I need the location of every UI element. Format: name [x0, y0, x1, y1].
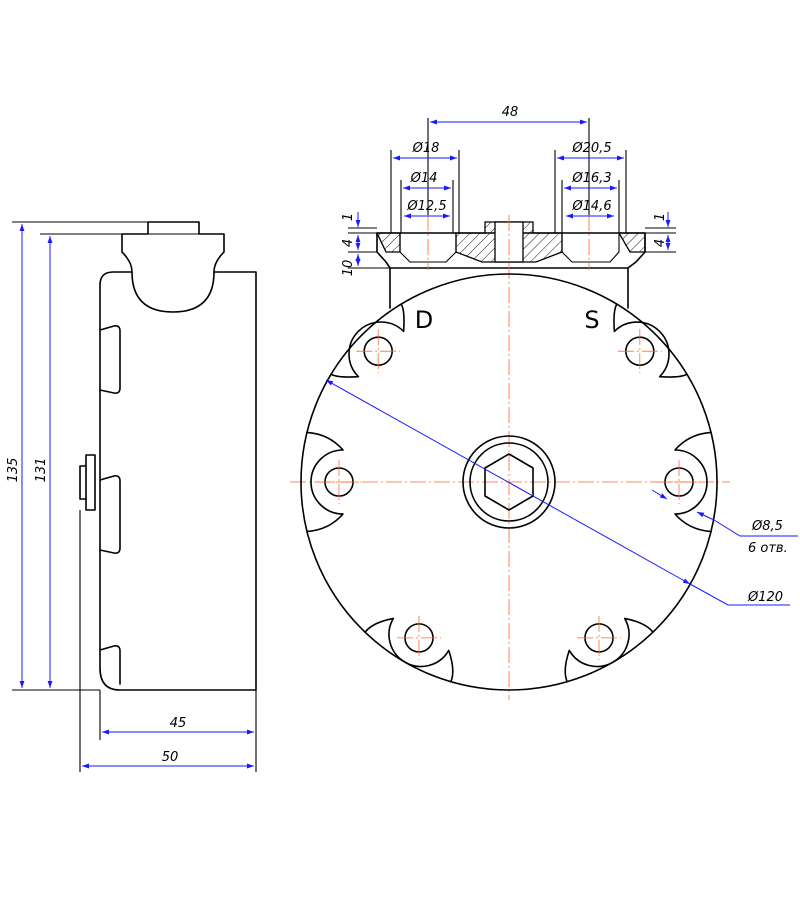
dim-d120-label: Ø120 — [747, 590, 783, 605]
dim-48-label: 48 — [502, 105, 519, 120]
dim-50-label: 50 — [162, 750, 179, 765]
dim-left-1-label: 1 — [341, 213, 356, 221]
dim-d85-label: Ø8,5 — [751, 519, 783, 534]
dim-131-label: 131 — [34, 458, 49, 483]
section-port-d — [399, 233, 457, 263]
port-label-s: S — [584, 306, 599, 334]
dim-leader-d85 — [713, 519, 798, 537]
dim-s205-label: Ø20,5 — [571, 141, 611, 156]
side-recess-1 — [99, 325, 121, 394]
lobe-lower-left — [364, 617, 454, 683]
dim-right-1-label: 1 — [653, 213, 668, 221]
section-housing — [376, 232, 646, 309]
section-hatch-right — [617, 232, 646, 253]
lobe-lower-right — [564, 617, 654, 683]
dim-d14-label: Ø14 — [410, 171, 438, 186]
dim-135-label: 135 — [6, 458, 21, 483]
dim-line-d85-b — [696, 511, 715, 521]
outer-rim — [300, 273, 718, 691]
front-view: D S Ø120 Ø8,5 6 отв. — [290, 215, 798, 700]
side-recess-2 — [99, 475, 121, 554]
dim-s163-label: Ø16,3 — [571, 171, 611, 186]
dim-left-10-label: 10 — [341, 260, 356, 277]
dim-leader-d120 — [689, 583, 790, 606]
dim-line-d85 — [651, 489, 668, 500]
side-view: 135 131 45 50 — [6, 221, 257, 772]
dim-d18-label: Ø18 — [412, 141, 440, 156]
side-body-outline — [99, 221, 257, 691]
dim-45-label: 45 — [170, 716, 187, 731]
lobe-upper-left — [330, 303, 405, 378]
side-cap-curve — [131, 271, 215, 313]
section-hatch-left — [375, 232, 401, 253]
dim-d125-label: Ø12,5 — [406, 199, 446, 214]
top-section: 48 Ø18 Ø14 Ø12,5 Ø20,5 Ø16,3 Ø14,6 1 4 — [341, 105, 676, 309]
port-label-d: D — [415, 306, 433, 334]
lobe-upper-right — [613, 303, 688, 378]
side-bolt — [79, 454, 96, 511]
dim-line-d120 — [325, 379, 691, 585]
side-recess-3 — [99, 645, 121, 685]
dim-right-4-label: 4 — [653, 239, 668, 247]
dim-left-4-label: 4 — [341, 239, 356, 247]
dim-hole-count-label: 6 отв. — [748, 541, 788, 556]
dim-s146-label: Ø14,6 — [571, 199, 611, 214]
section-port-s — [561, 233, 620, 263]
